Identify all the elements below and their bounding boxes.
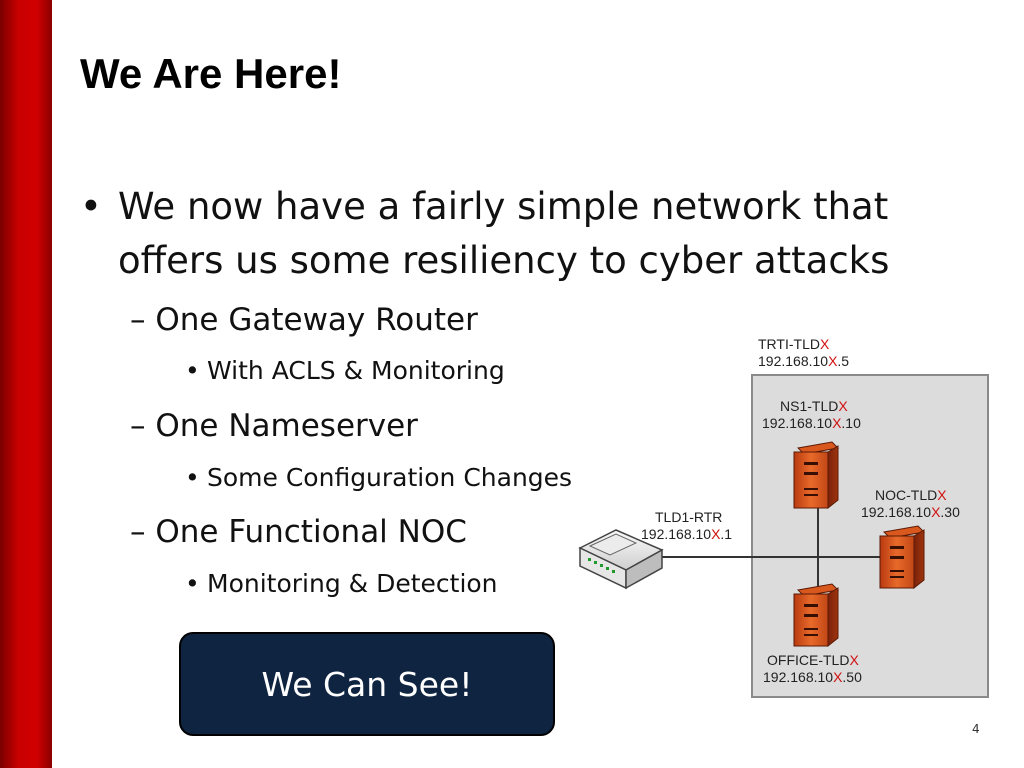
rtr-ip-x: X: [711, 526, 721, 542]
rtr-name: TLD1-RTR: [655, 509, 723, 525]
server-icon: [793, 441, 840, 510]
detail-nameserver-text: Some Configuration Changes: [207, 463, 573, 492]
network-enclosure: [751, 374, 989, 698]
server-icon: [879, 525, 926, 590]
office-x: X: [849, 652, 859, 668]
office-ip-prefix: 192.168.10: [763, 669, 834, 685]
noc-name: NOC-TLD: [875, 487, 938, 503]
trti-x: X: [819, 336, 830, 352]
trti-ip-prefix: 192.168.10: [758, 353, 829, 369]
sub-item-noc: – One Functional NOC: [130, 512, 467, 552]
ns1-name: NS1-TLD: [780, 398, 839, 414]
rtr-label: TLD1-RTR 192.168.10X.1: [641, 509, 732, 543]
main-bullet-line-1: We now have a fairly simple network that: [118, 185, 889, 228]
sub-item-nameserver: – One Nameserver: [130, 406, 418, 446]
office-ip-x: X: [833, 669, 843, 685]
ns1-ip-suffix: .10: [841, 415, 861, 431]
sub-item-gateway-text: One Gateway Router: [155, 302, 478, 338]
rtr-ip-suffix: .1: [720, 526, 733, 542]
slide-title: We Are Here!: [80, 50, 342, 97]
dash-icon: –: [130, 302, 146, 338]
office-ip-suffix: .50: [842, 669, 862, 685]
noc-x: X: [937, 487, 947, 503]
we-can-see-callout: We Can See!: [179, 632, 555, 736]
network-links: [660, 502, 882, 590]
detail-gateway: •With ACLS & Monitoring: [185, 354, 505, 388]
dash-icon: –: [130, 408, 146, 444]
router-icon: [578, 529, 664, 590]
ns1-ip-prefix: 192.168.10: [762, 415, 833, 431]
ns1-x: X: [838, 398, 848, 414]
ns1-label: NS1-TLDX 192.168.10X.10: [762, 398, 861, 432]
office-label: OFFICE-TLDX 192.168.10X.50: [763, 652, 862, 686]
trti-ip-x: X: [828, 353, 838, 369]
trti-name: TRTI-TLD: [758, 336, 820, 352]
detail-noc: •Monitoring & Detection: [185, 567, 498, 601]
detail-noc-text: Monitoring & Detection: [207, 569, 498, 598]
noc-ip-suffix: .30: [940, 504, 960, 520]
main-bullet-line-2: offers us some resiliency to cyber attac…: [118, 239, 890, 282]
callout-text: We Can See!: [261, 664, 473, 704]
rtr-ip-prefix: 192.168.10: [641, 526, 712, 542]
detail-gateway-text: With ACLS & Monitoring: [207, 356, 505, 385]
noc-ip-prefix: 192.168.10: [861, 504, 932, 520]
noc-ip-x: X: [931, 504, 941, 520]
bullet-icon: •: [185, 463, 200, 492]
trti-ip-suffix: .5: [837, 353, 850, 369]
detail-nameserver: •Some Configuration Changes: [185, 461, 572, 495]
side-accent-bar: [0, 0, 52, 768]
dash-icon: –: [130, 514, 146, 550]
sub-item-noc-text: One Functional NOC: [155, 514, 467, 550]
office-name: OFFICE-TLD: [767, 652, 850, 668]
bullet-icon: •: [185, 569, 200, 598]
sub-item-gateway: – One Gateway Router: [130, 300, 478, 340]
bullet-icon: •: [80, 185, 102, 228]
main-bullet-text: We now have a fairly simple network that…: [118, 180, 918, 288]
page-number: 4: [972, 722, 980, 736]
ns1-ip-x: X: [832, 415, 842, 431]
bullet-icon: •: [185, 356, 200, 385]
sub-item-nameserver-text: One Nameserver: [155, 408, 418, 444]
noc-label: NOC-TLDX 192.168.10X.30: [861, 487, 960, 521]
trti-label: TRTI-TLDX 192.168.10X.5: [758, 336, 849, 370]
server-icon: [793, 583, 840, 648]
